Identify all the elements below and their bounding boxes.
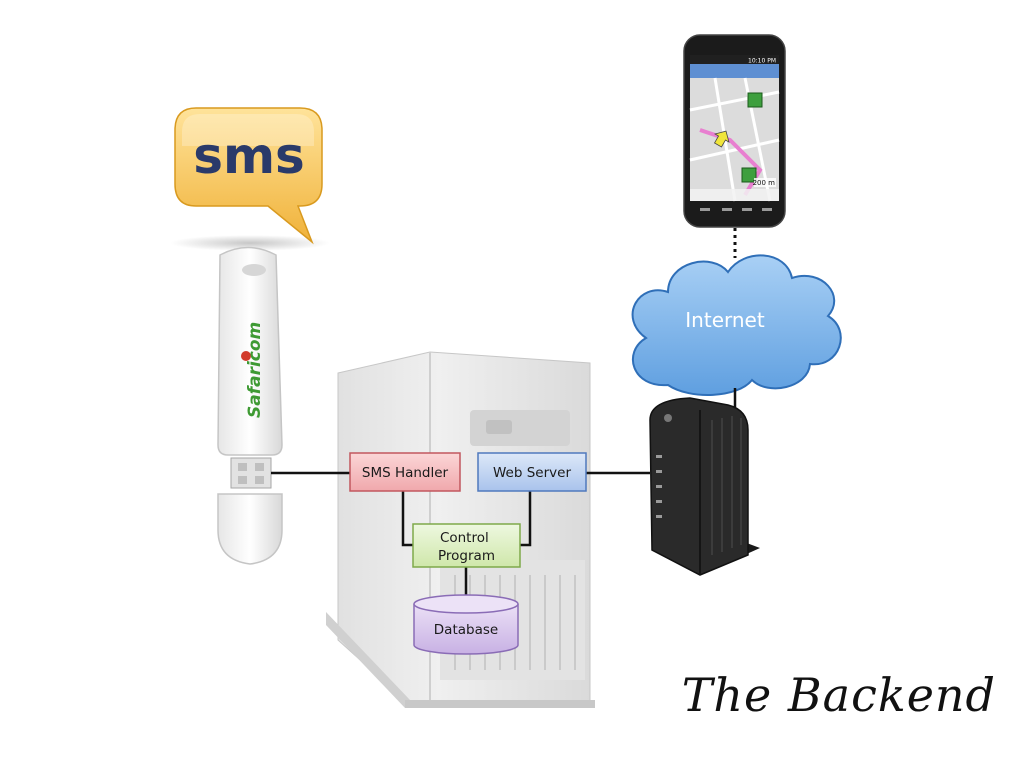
database-label: Database [434, 622, 498, 638]
smartphone-map-icon: 10:10 PM 200 m [683, 34, 786, 228]
web-server-box: Web Server [477, 452, 587, 492]
usb-modem-icon: Safaricom [217, 246, 283, 565]
sms-bubble-text: sms [193, 127, 305, 185]
control-program-label: Control Program [438, 530, 495, 564]
internet-label: Internet [685, 308, 765, 332]
web-server-label: Web Server [493, 465, 571, 481]
sms-control-link [401, 491, 413, 547]
phone-status-time: 10:10 PM [748, 58, 776, 65]
web-control-link [520, 491, 532, 547]
sms-handler-box: SMS Handler [349, 452, 461, 492]
safaricom-brand: Safaricom [245, 322, 265, 418]
control-program-box: Control Program [412, 523, 521, 568]
sms-speech-bubble-icon: sms [170, 107, 330, 251]
cable-modem-icon [649, 397, 760, 576]
map-scale-label: 200 m [753, 179, 776, 187]
slide-title: The Backend [681, 668, 996, 722]
cloud-icon: Internet [631, 254, 842, 396]
connection-lines [271, 471, 650, 598]
database-cylinder: Database [413, 594, 519, 655]
sms-handler-label: SMS Handler [362, 465, 449, 481]
